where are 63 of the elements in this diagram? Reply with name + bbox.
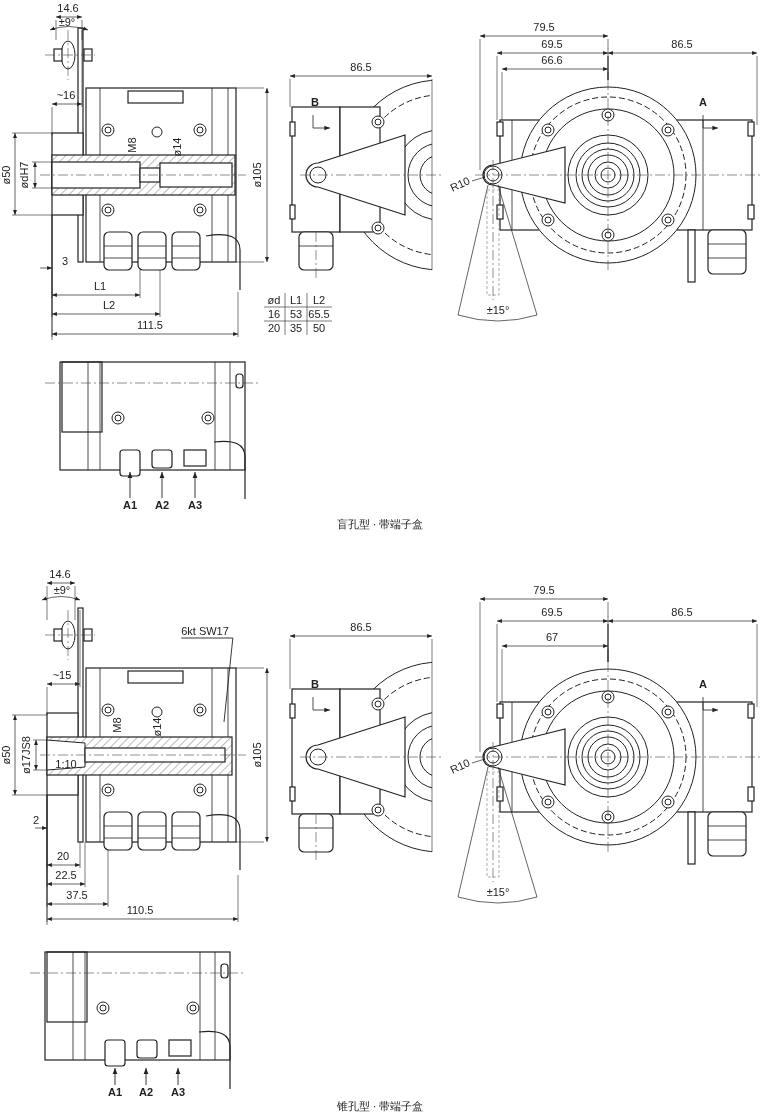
caption: 锥孔型 · 带端子盒	[336, 1100, 424, 1112]
dimension-label: ødH7	[18, 161, 30, 189]
dimension-label: 2	[32, 814, 40, 826]
dimension-label: 69.5	[541, 606, 563, 618]
dimension-label: ~16	[56, 89, 76, 101]
callout-label: 6kt SW17	[181, 625, 229, 637]
dimension-label: 37.5	[66, 889, 88, 901]
dimension-label: 86.5	[671, 38, 693, 50]
dimension-label: ø14	[151, 717, 163, 737]
dimension-label: M8	[111, 717, 123, 733]
table-cell: 20	[267, 321, 281, 335]
dimension-label: 110.5	[126, 904, 154, 916]
dimension-label: L2	[102, 299, 116, 311]
dimension-label: 86.5	[671, 606, 693, 618]
dimension-label: 1:10	[55, 758, 77, 770]
table-cell: 16	[267, 307, 281, 321]
table-cell: 35	[289, 321, 303, 335]
dimension-label: 79.5	[533, 21, 555, 33]
dimension-label: M8	[126, 137, 138, 153]
connector-label: A1	[107, 1086, 123, 1098]
dimension-label: ±15°	[486, 886, 510, 898]
connector-label: A3	[187, 499, 203, 511]
dimension-label: ø17JS8	[20, 736, 32, 774]
connector-label: A2	[138, 1086, 154, 1098]
dimension-label: ø50	[0, 165, 12, 185]
table-cell: 53	[289, 307, 303, 321]
table-cell: L1	[289, 293, 303, 307]
dimension-label: 14.6	[57, 2, 79, 14]
dimension-label: 20	[56, 850, 70, 862]
dimension-label: ø14	[171, 137, 183, 157]
table-cell: L2	[312, 293, 326, 307]
dimension-label: ø105	[251, 162, 263, 188]
dimension-label: R10	[448, 756, 472, 776]
dimension-label: 69.5	[541, 38, 563, 50]
dimension-label: 67	[545, 631, 559, 643]
caption: 盲孔型 · 带端子盒	[336, 518, 424, 530]
dimension-label: L1	[93, 280, 107, 292]
section-marker-label: B	[311, 96, 319, 108]
leader-line	[180, 637, 234, 723]
dimension-label: ±9°	[53, 584, 71, 596]
table-cell: 50	[312, 321, 326, 335]
dimension-label: R10	[448, 174, 472, 194]
dimension-label: 79.5	[533, 584, 555, 596]
dimension-label: 86.5	[350, 61, 372, 73]
dimension-label: 86.5	[350, 621, 372, 633]
section-marker-label: A	[699, 96, 707, 108]
connector-label: A1	[122, 499, 138, 511]
dimension-label: 66.6	[541, 54, 563, 66]
table-cell: 65.5	[308, 307, 330, 321]
section-marker-label: B	[311, 678, 319, 690]
table-cell: ød	[267, 293, 281, 307]
dimension-label: ø105	[251, 742, 263, 768]
dimension-label: 14.6	[49, 568, 71, 580]
connector-label: A2	[154, 499, 170, 511]
section-marker-label: A	[699, 678, 707, 690]
dimension-label: ±15°	[486, 304, 510, 316]
dimension-label: 22.5	[55, 869, 77, 881]
dimension-label: 111.5	[137, 319, 163, 331]
dimension-label: ±9°	[58, 16, 76, 28]
connector-label: A3	[170, 1086, 186, 1098]
dimension-label: ~15	[52, 669, 72, 681]
dimension-label: 3	[61, 255, 69, 267]
dimension-label: ø50	[0, 745, 12, 765]
